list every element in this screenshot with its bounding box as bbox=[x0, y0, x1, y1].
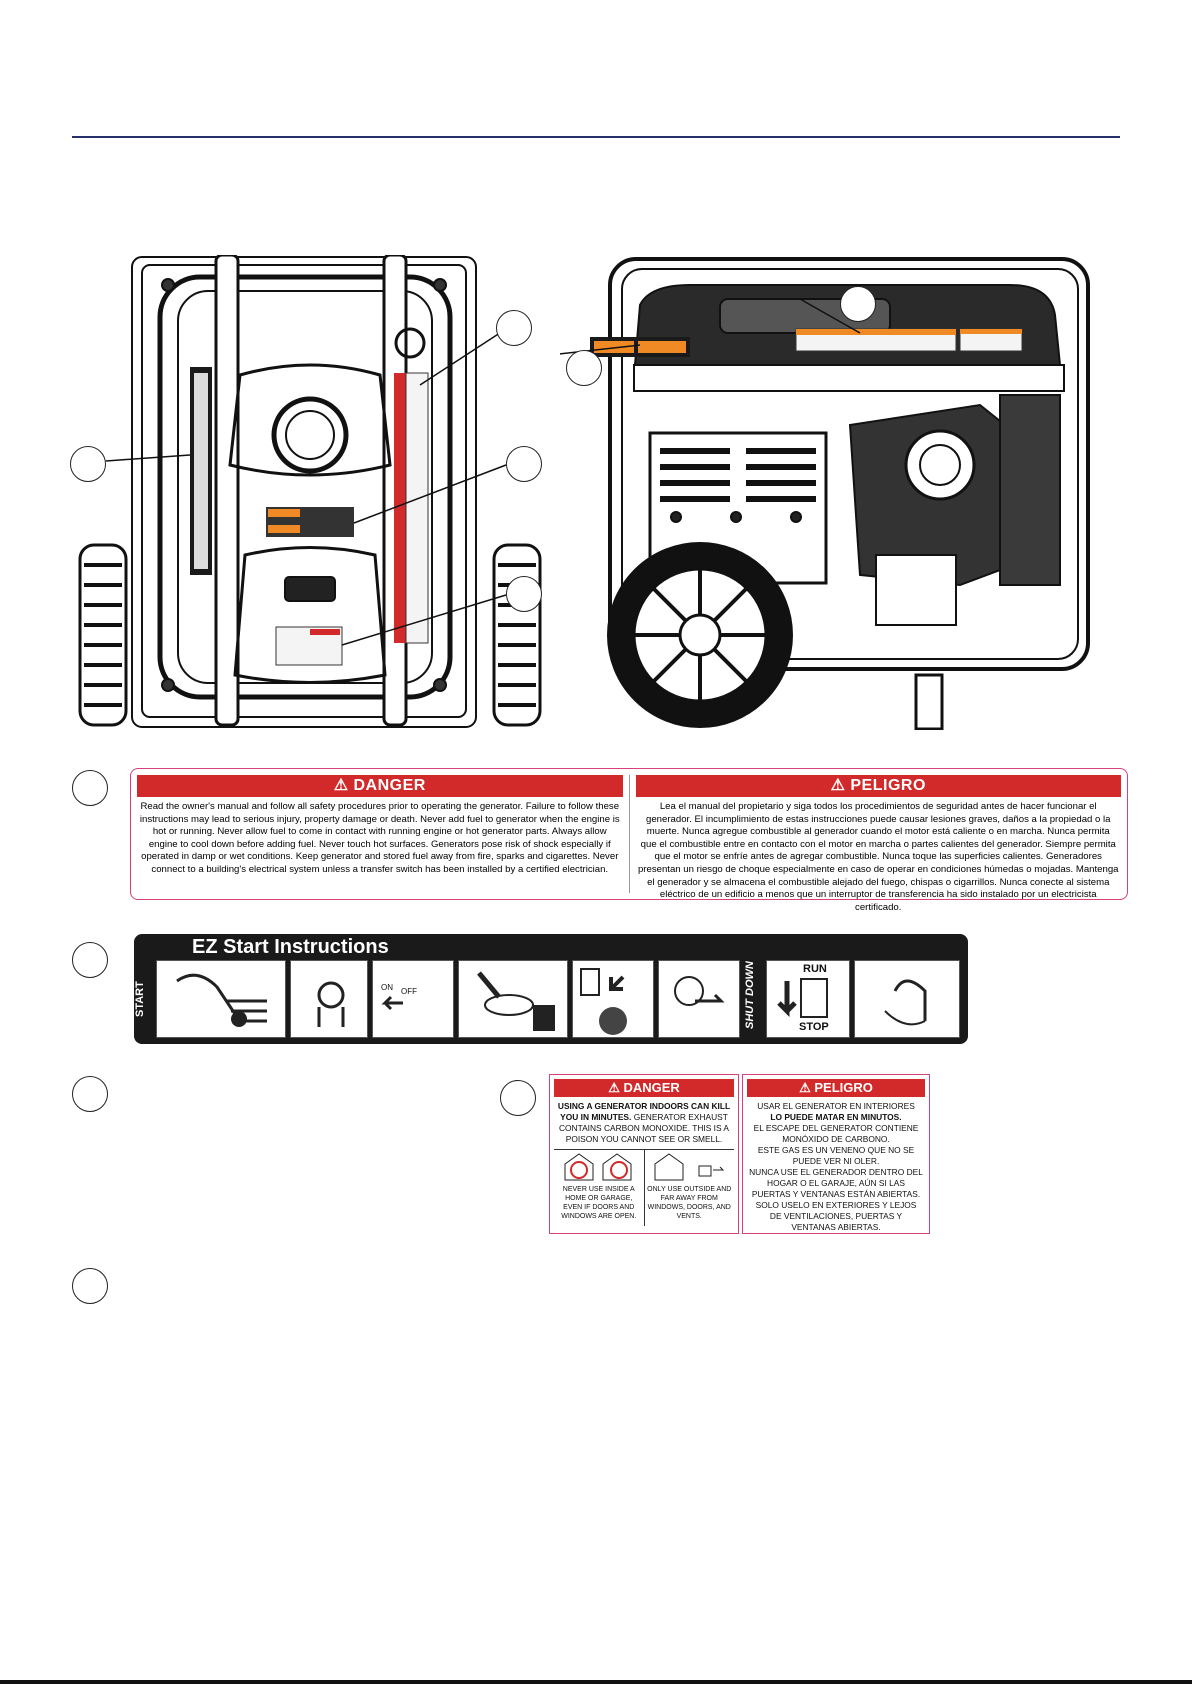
callout-circle bbox=[500, 1080, 536, 1116]
ez-start-side-label: START bbox=[134, 981, 146, 1017]
ez-step-fuel-off bbox=[854, 960, 960, 1038]
on-text: ON bbox=[381, 983, 393, 992]
ez-shut-down-side-label: SHUT DOWN bbox=[744, 961, 756, 1029]
co-peligro-text: USAR EL GENERATOR EN INTERIORES LO PUEDE… bbox=[743, 1097, 929, 1237]
co-danger-label-english: ⚠ DANGER USING A GENERATOR INDOORS CAN K… bbox=[549, 1074, 739, 1234]
generator-top-view-diagram bbox=[78, 255, 542, 728]
generator-side-view-diagram bbox=[560, 257, 1090, 730]
co-danger-body: GENERATOR EXHAUST CONTAINS CARBON MONOXI… bbox=[558, 1112, 729, 1144]
peligro-title: ⚠ PELIGRO bbox=[635, 775, 1121, 797]
es-line-3: EL ESCAPE DEL GENERATOR CONTIENE MONÓXID… bbox=[753, 1123, 919, 1144]
ez-step-choke bbox=[290, 960, 368, 1038]
footer-rule bbox=[0, 1680, 1192, 1684]
stop-text: STOP bbox=[799, 1021, 829, 1033]
header-rule bbox=[72, 136, 1120, 138]
callout-circle bbox=[72, 770, 108, 806]
danger-title: ⚠ DANGER bbox=[137, 775, 623, 797]
callout-circle bbox=[506, 576, 542, 612]
ez-start-label: EZ Start Instructions START ON OFF SHUT … bbox=[134, 934, 968, 1044]
peligro-text: Lea el manual del propietario y siga tod… bbox=[637, 801, 1119, 913]
danger-text: Read the owner's manual and follow all s… bbox=[139, 801, 620, 875]
ez-step-switch-off bbox=[658, 960, 740, 1038]
es-line-4: ESTE GAS ES UN VENENO QUE NO SE PUEDE VE… bbox=[757, 1145, 915, 1166]
callout-circle bbox=[72, 942, 108, 978]
es-line-1: USAR EL GENERATOR EN INTERIORES bbox=[757, 1101, 915, 1111]
never-use-inside: NEVER USE INSIDE A HOME OR GARAGE, EVEN … bbox=[554, 1150, 645, 1226]
callout-circle bbox=[72, 1076, 108, 1112]
danger-label-english: ⚠ DANGER Read the owner's manual and fol… bbox=[137, 775, 623, 893]
es-line-5: NUNCA USE EL GENERADOR DENTRO DEL HOGAR … bbox=[749, 1167, 923, 1199]
co-peligro-title: ⚠ PELIGRO bbox=[747, 1079, 925, 1097]
ez-step-add-fuel bbox=[458, 960, 568, 1038]
callout-circle bbox=[70, 446, 106, 482]
es-line-6: SOLO USELO EN EXTERIORES Y LEJOS DE VENT… bbox=[755, 1200, 917, 1232]
callout-circle bbox=[72, 1268, 108, 1304]
callout-circle bbox=[496, 310, 532, 346]
run-text: RUN bbox=[803, 963, 827, 975]
label-divider bbox=[628, 775, 630, 893]
ez-step-fuel-valve bbox=[156, 960, 286, 1038]
co-danger-text: USING A GENERATOR INDOORS CAN KILL YOU I… bbox=[550, 1097, 738, 1149]
es-line-2: LO PUEDE MATAR EN MINUTOS. bbox=[770, 1112, 902, 1122]
co-danger-icons: NEVER USE INSIDE A HOME OR GARAGE, EVEN … bbox=[554, 1149, 734, 1226]
only-use-text: ONLY USE OUTSIDE AND FAR AWAY FROM WINDO… bbox=[647, 1186, 732, 1220]
ez-title: EZ Start Instructions bbox=[192, 936, 389, 958]
only-use-outside: ONLY USE OUTSIDE AND FAR AWAY FROM WINDO… bbox=[645, 1150, 735, 1226]
danger-label-spanish: ⚠ PELIGRO Lea el manual del propietario … bbox=[635, 775, 1121, 913]
co-peligro-label-spanish: ⚠ PELIGRO USAR EL GENERATOR EN INTERIORE… bbox=[742, 1074, 930, 1234]
co-danger-bold: USING A GENERATOR INDOORS CAN KILL YOU I… bbox=[557, 1101, 731, 1122]
ez-step-run-switch bbox=[572, 960, 654, 1038]
co-danger-title: ⚠ DANGER bbox=[554, 1079, 734, 1097]
danger-label-bilingual: ⚠ DANGER Read the owner's manual and fol… bbox=[130, 768, 1128, 913]
callout-circle bbox=[840, 286, 876, 322]
callout-circle bbox=[566, 350, 602, 386]
ez-step-switch-on: ON OFF bbox=[372, 960, 454, 1038]
off-text: OFF bbox=[401, 987, 417, 996]
never-use-text: NEVER USE INSIDE A HOME OR GARAGE, EVEN … bbox=[561, 1186, 637, 1220]
callout-circle bbox=[506, 446, 542, 482]
ez-step-run-stop: RUN STOP bbox=[766, 960, 850, 1038]
